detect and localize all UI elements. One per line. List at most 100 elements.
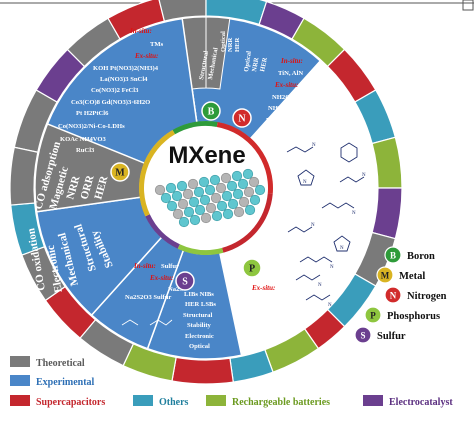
boron-prop-2: NRR bbox=[227, 37, 234, 52]
inner-color-band bbox=[177, 244, 224, 255]
phos-line-6: Optical bbox=[189, 343, 210, 350]
lattice-atom bbox=[193, 186, 205, 198]
sulfur-mat-1: Na2S bbox=[168, 286, 183, 293]
corner-box bbox=[462, 0, 474, 11]
sulfur-molecule-2 bbox=[149, 319, 173, 326]
legend-label-boron: Boron bbox=[407, 251, 435, 262]
nitrogen-prop-1: Optical bbox=[243, 50, 253, 72]
boron-mat-8: RuCl3 bbox=[76, 147, 95, 154]
lattice-atom bbox=[188, 196, 200, 208]
legend-badge-nitrogen bbox=[384, 286, 402, 304]
phosphorus-ring-badge bbox=[242, 258, 262, 278]
lattice-atom bbox=[210, 192, 222, 204]
lattice-atom bbox=[171, 190, 183, 202]
nitrogen-mat-4: EDTA, NH4Cl, NH4VO3 bbox=[266, 117, 337, 124]
lattice-atom bbox=[227, 198, 239, 210]
molecule-chain-4 bbox=[305, 294, 331, 301]
sulfur-molecule-1 bbox=[121, 319, 139, 326]
nitrogen-mat-3: NH2CN, NaNH2, NH4F bbox=[268, 105, 336, 112]
molecule-amine bbox=[287, 226, 313, 233]
legend-label-phosphorus: Phosphorus bbox=[387, 311, 440, 322]
lattice-atom bbox=[178, 216, 190, 228]
boron-prop-1: Optical bbox=[220, 31, 227, 52]
legend-label-5: Electrocatalyst bbox=[389, 397, 453, 408]
lattice-atom bbox=[189, 214, 201, 226]
nitrogen-molecule-atoms: N N N N N N N N N bbox=[303, 143, 366, 308]
boron-insitu-materials: TMs bbox=[150, 41, 164, 48]
legend-label-metal: Metal bbox=[399, 271, 425, 282]
phos-mat-1: P(ph)3 bbox=[246, 297, 266, 304]
molecule-chain-1 bbox=[339, 176, 365, 183]
lattice-atom bbox=[248, 176, 260, 188]
boron-mat-1: KOH Pt(NO3)2(NH3)4 bbox=[93, 65, 159, 72]
phos-mat-2: BP RP bbox=[247, 308, 266, 315]
lattice-atom bbox=[176, 180, 188, 192]
legend-badge-letter: M bbox=[381, 271, 390, 281]
boron-ring-badge-letter: B bbox=[208, 107, 215, 118]
legend-badge-boron bbox=[384, 246, 402, 264]
boron-exsitu-head: Ex-situ: bbox=[134, 52, 158, 60]
phos-line-1: LIBs NIBs bbox=[184, 291, 214, 298]
sulfur-insitu-materials: Sulfur bbox=[161, 263, 179, 270]
legend-badge-letter: P bbox=[370, 311, 376, 321]
boron-mat-6: Co(NO3)2/Ni-Co-LDHs bbox=[58, 123, 125, 130]
molecule-benzene bbox=[340, 142, 358, 163]
legend-label-0: Theoretical bbox=[36, 358, 85, 369]
lattice-atom bbox=[199, 194, 211, 206]
lattice-atom bbox=[233, 206, 245, 218]
boron-props: Optical NRR HER bbox=[220, 31, 241, 52]
lattice-atom bbox=[249, 194, 261, 206]
lattice-atom bbox=[231, 170, 243, 182]
nitrogen-theoretical-strip bbox=[205, 16, 231, 90]
element-color-ring bbox=[138, 121, 274, 255]
nitrogen-prop-3: HER bbox=[259, 57, 269, 73]
phos-mat-4: H3PMo12O40 bbox=[244, 328, 285, 335]
atom-n-9: N bbox=[328, 303, 332, 308]
nitrogen-prop-2: NRR bbox=[251, 57, 260, 73]
boron-mat-5: Pt H2PtCl6 bbox=[76, 110, 109, 117]
legend-label-1: Experimental bbox=[36, 377, 95, 388]
lattice-atom bbox=[177, 198, 189, 210]
lattice-atom bbox=[216, 200, 228, 212]
phos-line-2: HER LSBs bbox=[185, 301, 216, 308]
phosphorus-ring-badge-letter: P bbox=[249, 264, 255, 275]
phosphorus-sector-text: LIBs NIBs HER LSBs Structural Stability … bbox=[183, 284, 285, 350]
boron-ring-badge bbox=[201, 101, 221, 121]
inner-color-band bbox=[145, 214, 180, 249]
nitrogen-exsitu-head: Ex-situ: bbox=[274, 81, 298, 89]
metal-ring-badge-letter: M bbox=[115, 168, 125, 179]
lattice-atom bbox=[205, 202, 217, 214]
lattice-atom bbox=[244, 204, 256, 216]
mxene-lattice-image bbox=[154, 168, 266, 228]
legend-swatch-4 bbox=[206, 395, 226, 406]
legend-swatch-5 bbox=[363, 395, 383, 406]
nitrogen-sector-text: Optical NRR HER In-situ: TiN, AlN Ex-sit… bbox=[243, 50, 337, 135]
lattice-atom bbox=[194, 204, 206, 216]
atom-n-6: N bbox=[340, 246, 344, 251]
legend-swatch-1 bbox=[10, 375, 30, 386]
legend-label-4: Rechargeable batteries bbox=[232, 397, 330, 408]
nitrogen-ring-badge-letter: N bbox=[238, 114, 246, 125]
legend-swatch-3 bbox=[133, 395, 153, 406]
legend-label-sulfur: Sulfur bbox=[377, 331, 406, 342]
lattice-atom bbox=[232, 188, 244, 200]
legend-badge-letter: B bbox=[390, 251, 396, 261]
lattice-atom bbox=[165, 182, 177, 194]
element-sector-ring bbox=[34, 16, 378, 360]
center-title: MXene bbox=[168, 142, 245, 169]
outer-ring-segment bbox=[9, 146, 39, 206]
nitrogen-insitu-head: In-situ: bbox=[280, 57, 303, 65]
lattice-atom bbox=[226, 180, 238, 192]
nitrogen-ring-badge bbox=[232, 108, 252, 128]
atom-n-2: N bbox=[303, 180, 307, 185]
molecule-amide-1 bbox=[286, 146, 314, 153]
lattice-atom bbox=[254, 184, 266, 196]
sulfur-insitu-head: In-situ: bbox=[133, 262, 156, 270]
molecule-guanidine bbox=[321, 202, 355, 209]
boron-mat-4: Co3(CO)8 Gd(NO3)3·6H2O bbox=[71, 99, 150, 106]
sulfur-mat-2: Na2S2O3 Sulfur bbox=[125, 294, 171, 301]
lattice-atom bbox=[209, 174, 221, 186]
